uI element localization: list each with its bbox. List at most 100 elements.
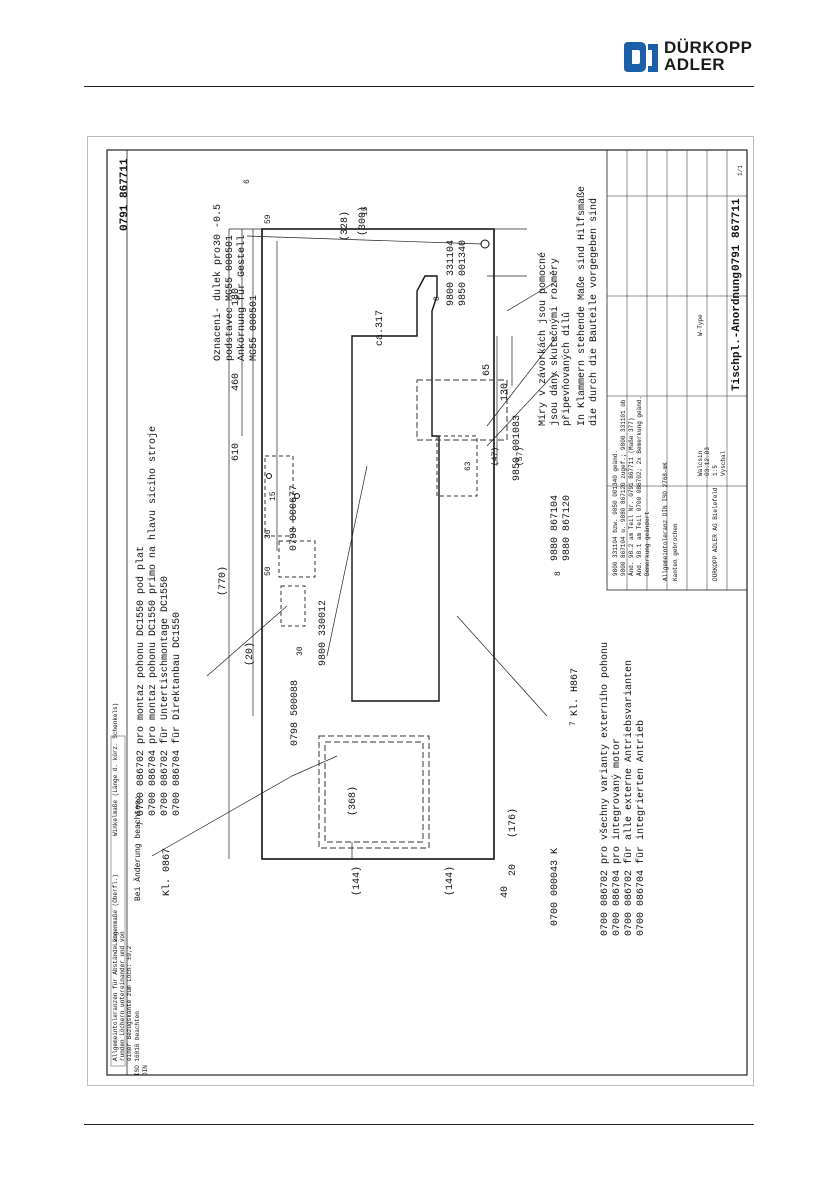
dim-30-a: 30	[264, 529, 273, 539]
dim-144-b: (144)	[444, 866, 456, 896]
part-9800-331104: 9800 331104	[446, 240, 457, 306]
margin-line-1: Allgemeintoleranzen für Abstände von	[112, 931, 119, 1061]
dim-20-b: 20	[508, 864, 519, 876]
brand-line-1: DÜRKOPP	[664, 38, 753, 57]
drawing-number: 0791 867711	[731, 198, 743, 271]
part-9850-001340: 9850 001340	[458, 240, 469, 306]
drawing-date: 03.12.03	[704, 447, 711, 476]
marking-line-4: MG55 000501	[249, 295, 260, 361]
brand-logo: DÜRKOPP ADLER	[620, 38, 760, 78]
dim-180: 180	[231, 288, 242, 306]
bottom-line-4: 0700 086704 für integrierten Antrieb	[635, 720, 647, 936]
bottom-line-3: 0700 086702 für alle externe Antriebsvar…	[623, 660, 635, 936]
kl-0867-label: Kl. 0867	[161, 848, 173, 896]
title-block: 9800 331104 bzw. 9850 001340 geänd. 9800…	[606, 149, 748, 591]
duerkopp-adler-logo-icon	[624, 42, 658, 72]
marking-line-1: Oznaceni- dulek pro	[212, 247, 224, 361]
part-0798-000677: 0798 000677	[289, 485, 300, 551]
revision-4: Änd. 98.1 am Teil 0700 086702; 2x Bemerk…	[636, 396, 643, 576]
footer-rule	[84, 1124, 754, 1125]
technical-drawing: 0791 867711 Bei Änderung beachten: Kl. 0…	[106, 149, 748, 1076]
part-9880-867120: 9880 867120	[562, 495, 573, 561]
top-line-4: 0700 086704 für Direktanbau DC1550	[171, 612, 183, 816]
top-line-1: 0700 086702 pro montaz pohonu DC1550 pod…	[135, 546, 147, 816]
dimension-lines	[228, 228, 527, 859]
drawing-title: Tischpl.-Anordnung	[731, 272, 743, 391]
margin-line-2: runden Löchern untereinander und von	[119, 931, 126, 1061]
dim-300: (300)	[357, 206, 369, 236]
revision-5: Bemerkung geändert	[644, 511, 651, 576]
bottom-line-1: 0700 086702 pro všechny varianty externí…	[599, 642, 611, 936]
circle-7-bottom: 7	[569, 721, 578, 726]
dim-15-b: 15	[269, 491, 278, 501]
leader-lines	[151, 235, 558, 857]
change-note: Bei Änderung beachten:	[134, 795, 143, 901]
hole-group-b	[278, 540, 316, 578]
hole-2	[294, 493, 300, 499]
dim-130: 130	[500, 383, 511, 401]
circle-7-top: 7	[137, 821, 146, 826]
part-0700-000043: 0700 000043 K	[550, 848, 561, 926]
general-tolerance: Allgemeintoleranz DIN ISO 2768-mK	[662, 462, 669, 581]
left-margin-tables: Allgemeintoleranzen für Abstände von run…	[110, 703, 149, 1076]
edges-note: Kanten gebrochen	[672, 523, 679, 581]
sheet-number: 1/1	[737, 165, 744, 176]
hole-group-a	[280, 585, 306, 627]
drawing-labels: 0791 867711 Bei Änderung beachten: Kl. 0…	[119, 158, 647, 936]
drive-mount-inner	[324, 741, 424, 843]
top-line-3: 0700 086702 für Untertischmontage DC1550	[159, 576, 171, 816]
designer-name: Walcsin	[697, 450, 704, 476]
technical-drawing-frame	[87, 136, 754, 1086]
bottom-line-2: 0700 086704 pro integrovaný motor	[611, 738, 623, 936]
note-line-2: jsou dány skutečnými rozměry	[549, 258, 561, 426]
note-line-1: Míry v závorkách jsou pomocné	[537, 252, 549, 426]
part-9850-001083: 9850 001083	[512, 415, 523, 481]
sheet-border	[106, 149, 748, 1076]
revision-2: 9800 867104 u. 9880 867120 zugef.; 9800 …	[620, 399, 627, 576]
dim-50: 50	[264, 566, 273, 576]
hole-1	[266, 473, 272, 479]
dim-63: 63	[464, 461, 473, 471]
company-name: DÜRKOPP ADLER AG Bielefeld	[712, 487, 719, 581]
dim-65: 65	[482, 364, 493, 376]
checked-by: Vyschal	[720, 450, 727, 476]
iso-note: ISO 16016 beachten	[134, 1011, 141, 1076]
margin-line-5: Winkelmaße (Länge d. kürz. Schenkels)	[112, 703, 119, 836]
dim-47: (47)	[491, 447, 500, 466]
dim-328: (328)	[339, 211, 351, 241]
marking-line-3: Ankörnung für Gestell	[236, 235, 248, 361]
dim-40: 40	[500, 886, 511, 898]
hole-group-c	[264, 455, 294, 537]
header-rule	[84, 86, 754, 87]
dim-59: 59	[264, 214, 273, 224]
circle-8-mid: 8	[554, 571, 563, 576]
dim-57: (57)	[516, 447, 525, 466]
dim-770: (770)	[217, 566, 229, 596]
classification: W-Type	[697, 314, 704, 336]
note-line-4: In Klammern stehende Maße sind Hilfsmaße	[576, 186, 588, 426]
circle-8-top: 8	[433, 296, 442, 301]
dim-610: 610	[231, 443, 242, 461]
dim-460: 460	[231, 373, 242, 391]
margin-line-4: Längenmaße (Oberfl.)	[112, 874, 119, 946]
dim-ca-317: ca.317	[375, 310, 386, 346]
revision-3: Änd. 98.2 am Teil Nr. 0791 867711 (Maße …	[628, 418, 635, 576]
dim-30-b: 30	[296, 646, 305, 656]
din-label: DIN	[142, 1065, 149, 1076]
revision-1: 9800 331104 bzw. 9850 001340 geänd.	[612, 450, 619, 576]
dim-15: 15	[361, 206, 370, 216]
drawer-area	[416, 379, 508, 441]
part-9880-867104: 9880 867104	[550, 495, 561, 561]
drive-mount-area	[318, 735, 430, 849]
kl-h867-label: Kl. H867	[569, 668, 581, 716]
dim-20: (20)	[244, 642, 256, 666]
margin-line-3: einer Bezugskante zum Loch: ±0,2	[126, 945, 133, 1061]
machine-cutout	[351, 275, 440, 702]
marking-hole	[480, 239, 490, 249]
brand-name: DÜRKOPP ADLER	[664, 39, 753, 73]
top-line-2: 0700 086704 pro montaz pohonu DC1550 pri…	[147, 426, 159, 816]
note-line-3: připevňovaných dílů	[560, 312, 573, 426]
part-number-top: 0791 867711	[119, 158, 131, 231]
dim-144-a: (144)	[351, 866, 363, 896]
dim-30-tolerance: 30 -0.5	[213, 204, 224, 246]
